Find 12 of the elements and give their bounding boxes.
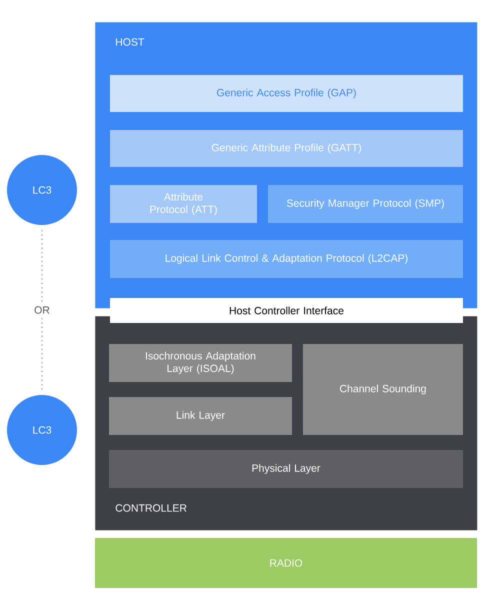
edge-label: OR: [31, 303, 53, 317]
radio-bar: RADIO: [95, 538, 477, 588]
layer-box: Link Layer: [109, 397, 292, 435]
interface-bar: Host Controller Interface: [110, 298, 463, 323]
layer-box: Generic Attribute Profile (GATT): [110, 130, 463, 167]
layer-box: Channel Sounding: [303, 344, 463, 435]
layer-box: Attribute Protocol (ATT): [110, 185, 257, 223]
layer-box: Security Manager Protocol (SMP): [268, 185, 463, 223]
layer-box: Isochronous Adaptation Layer (ISOAL): [109, 344, 292, 382]
layer-box: Generic Access Profile (GAP): [110, 75, 463, 112]
layer-box: Physical Layer: [109, 450, 463, 488]
layer-box: Logical Link Control & Adaptation Protocol (L2CAP): [110, 240, 463, 278]
